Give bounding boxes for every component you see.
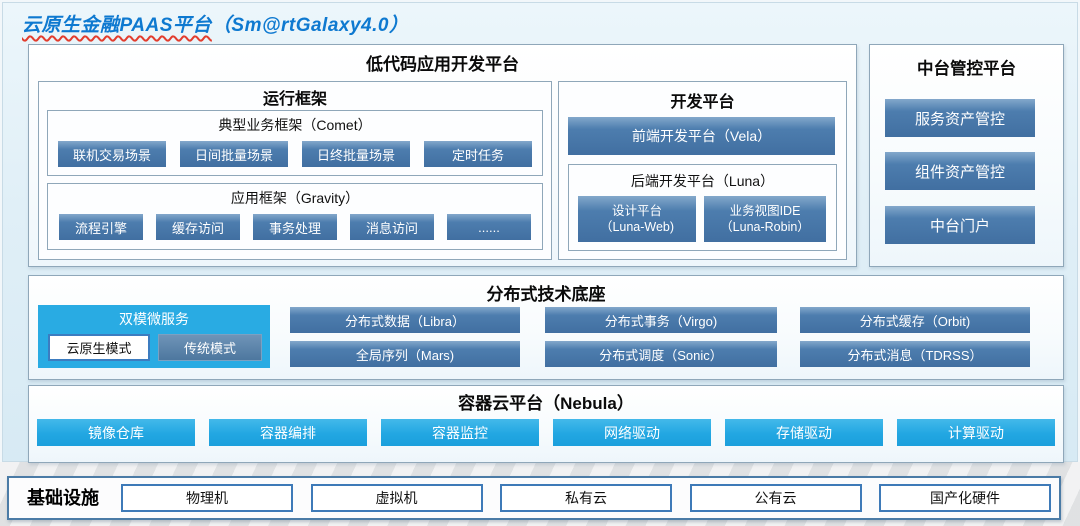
gravity-button-row: 流程引擎 缓存访问 事务处理 消息访问 ...... [59, 214, 531, 240]
comet-framework-box: 典型业务框架（Comet） 联机交易场景 日间批量场景 日终批量场景 定时任务 [47, 110, 543, 176]
page-title: 云原生金融PAAS平台（Sm@rtGalaxy4.0） [22, 10, 408, 37]
container-monitoring: 容器监控 [381, 419, 539, 446]
nebula-title: 容器云平台（Nebula） [458, 394, 634, 413]
comet-framework-title: 典型业务框架（Comet） [218, 117, 372, 133]
luna-web-design-platform: 设计平台 （Luna-Web) [578, 196, 696, 242]
container-orchestration: 容器编排 [209, 419, 367, 446]
infra-physical-machine: 物理机 [121, 484, 293, 512]
dev-platform-title: 开发平台 [670, 94, 735, 111]
comet-button-row: 联机交易场景 日间批量场景 日终批量场景 定时任务 [58, 141, 532, 167]
nebula-button-row: 镜像仓库 容器编排 容器监控 网络驱动 存储驱动 计算驱动 [37, 419, 1055, 446]
infra-public-cloud: 公有云 [689, 484, 862, 512]
lowcode-platform-title: 低代码应用开发平台 [366, 55, 519, 74]
nebula-panel: 容器云平台（Nebula） 镜像仓库 容器编排 容器监控 网络驱动 存储驱动 计… [28, 385, 1064, 463]
scenario-daytime-batch: 日间批量场景 [180, 141, 288, 167]
storage-driver: 存储驱动 [725, 419, 883, 446]
infrastructure-box: 基础设施 物理机 虚拟机 私有云 公有云 国产化硬件 [7, 476, 1061, 520]
page-title-version: （Sm@rtGalaxy4.0） [211, 15, 409, 36]
module-transaction-processing: 事务处理 [253, 214, 337, 240]
dualmode-title: 双模微服务 [119, 311, 189, 327]
luna-web-sub: （Luna-Web) [599, 220, 675, 234]
module-cache-access: 缓存访问 [156, 214, 240, 240]
dualmode-microservice-box: 双模微服务 云原生模式 传统模式 [38, 305, 270, 368]
luna-web-name: 设计平台 [611, 203, 662, 218]
traditional-mode: 传统模式 [158, 334, 262, 361]
compute-driver: 计算驱动 [897, 419, 1055, 446]
gravity-framework-box: 应用框架（Gravity） 流程引擎 缓存访问 事务处理 消息访问 ...... [47, 183, 543, 250]
luna-robin-name: 业务视图IDE [729, 203, 801, 218]
vela-frontend-platform: 前端开发平台（Vela） [568, 117, 835, 155]
distributed-base-title: 分布式技术底座 [486, 285, 606, 304]
module-process-engine: 流程引擎 [59, 214, 143, 240]
cloud-native-mode: 云原生模式 [48, 334, 150, 361]
distributed-transaction-virgo: 分布式事务（Virgo) [545, 307, 777, 333]
network-driver: 网络驱动 [553, 419, 711, 446]
infrastructure-title: 基础设施 [27, 488, 99, 508]
distributed-data-libra: 分布式数据（Libra） [290, 307, 520, 333]
distributed-message-tdrss: 分布式消息（TDRSS） [800, 341, 1030, 367]
component-asset-control: 组件资产管控 [885, 152, 1035, 190]
global-sequence-mars: 全局序列（Mars) [290, 341, 520, 367]
distributed-cache-orbit: 分布式缓存（Orbit) [800, 307, 1030, 333]
midplatform-portal: 中台门户 [885, 206, 1035, 244]
luna-robin-sub: （Luna-Robin） [720, 220, 810, 234]
module-more-ellipsis: ...... [447, 214, 531, 240]
infra-domestic-hardware: 国产化硬件 [879, 484, 1051, 512]
luna-robin-business-ide: 业务视图IDE （Luna-Robin） [704, 196, 826, 242]
service-asset-control: 服务资产管控 [885, 99, 1035, 137]
image-repository: 镜像仓库 [37, 419, 195, 446]
distributed-scheduling-sonic: 分布式调度（Sonic） [545, 341, 777, 367]
infra-virtual-machine: 虚拟机 [310, 484, 483, 512]
infra-private-cloud: 私有云 [500, 484, 672, 512]
scenario-online-transaction: 联机交易场景 [58, 141, 166, 167]
scenario-eod-batch: 日终批量场景 [302, 141, 410, 167]
gravity-framework-title: 应用框架（Gravity） [230, 190, 360, 206]
infrastructure-row: 物理机 虚拟机 私有云 公有云 国产化硬件 [121, 484, 1051, 512]
midplatform-title: 中台管控平台 [917, 60, 1016, 78]
runtime-framework-title: 运行框架 [262, 91, 327, 108]
module-message-access: 消息访问 [350, 214, 434, 240]
luna-backend-title: 后端开发平台（Luna） [630, 173, 775, 189]
scenario-scheduled-task: 定时任务 [424, 141, 532, 167]
page-title-main: 云原生金融PAAS平台 [22, 15, 212, 36]
